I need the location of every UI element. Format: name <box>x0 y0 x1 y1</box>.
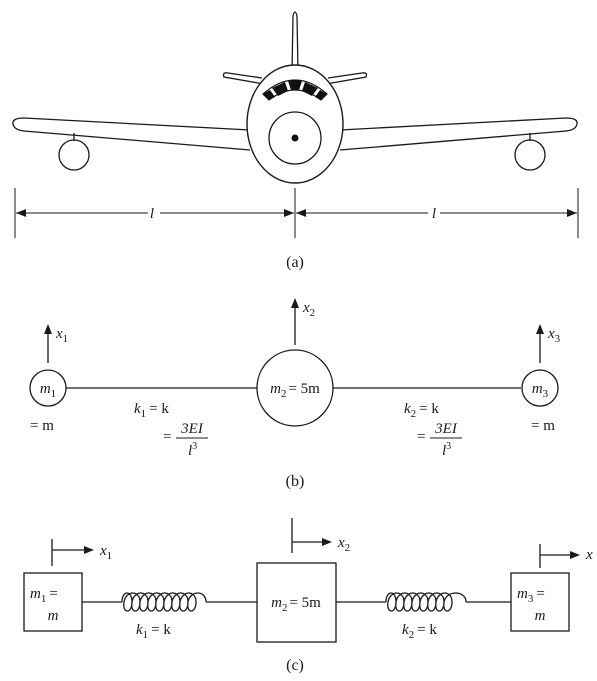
mass-m1-label-b: m1 <box>40 381 56 400</box>
x2-label-b: x2 <box>302 300 315 319</box>
mass-m3-value-b: = m <box>531 418 555 434</box>
k1-formula-eq: = <box>163 429 171 445</box>
caption-b: (b) <box>286 473 305 490</box>
k2-formula-eq: = <box>417 429 425 445</box>
mass-m2-label-c: m2= 5m <box>271 595 321 614</box>
k1-formula-denominator: l3 <box>188 441 197 459</box>
x2-label-c: x2 <box>337 535 350 554</box>
displacement-arrows-b <box>44 298 544 363</box>
caption-c: (c) <box>286 657 304 674</box>
mass-m1-value-c: m <box>48 608 59 624</box>
mass-m3-value-c: m <box>535 608 546 624</box>
mass-m3-box <box>510 572 570 632</box>
mass-m2-circle <box>256 349 334 427</box>
k1-label-c: k1= k <box>136 622 171 641</box>
x3-label-c: x <box>585 547 593 563</box>
k1-formula-numerator: 3EI <box>180 421 204 437</box>
mass-m3-label-b: m3 <box>532 381 549 400</box>
k2-formula-denominator: l3 <box>442 441 451 459</box>
right-span-label: l <box>432 206 436 222</box>
span-dimension-lines <box>14 188 579 238</box>
mass-m3-circle <box>521 369 559 407</box>
mass-m1-box <box>23 572 83 632</box>
left-span-label: l <box>150 206 154 222</box>
mass-m3-label-c: m3= <box>517 586 545 605</box>
caption-a: (a) <box>286 254 304 271</box>
x1-label-c: x1 <box>99 543 112 562</box>
k2-label-b: k2= k <box>404 401 439 420</box>
x3-label-b: x3 <box>547 326 561 345</box>
mass-m1-label-c: m1= <box>30 586 58 605</box>
displacement-arrows-c <box>51 518 580 568</box>
k1-label-b: k1= k <box>134 401 169 420</box>
k2-label-c: k2= k <box>402 622 437 641</box>
mass-m1-circle <box>29 369 67 407</box>
spring-k2 <box>385 592 467 612</box>
spring-k1 <box>121 592 207 612</box>
x1-label-b: x1 <box>55 326 68 345</box>
mass-m1-value-b: = m <box>30 418 54 434</box>
k2-formula-numerator: 3EI <box>434 421 458 437</box>
airplane-drawing <box>12 11 578 184</box>
mass-m2-label-b: m2= 5m <box>270 381 320 400</box>
mass-m2-box <box>256 562 337 643</box>
